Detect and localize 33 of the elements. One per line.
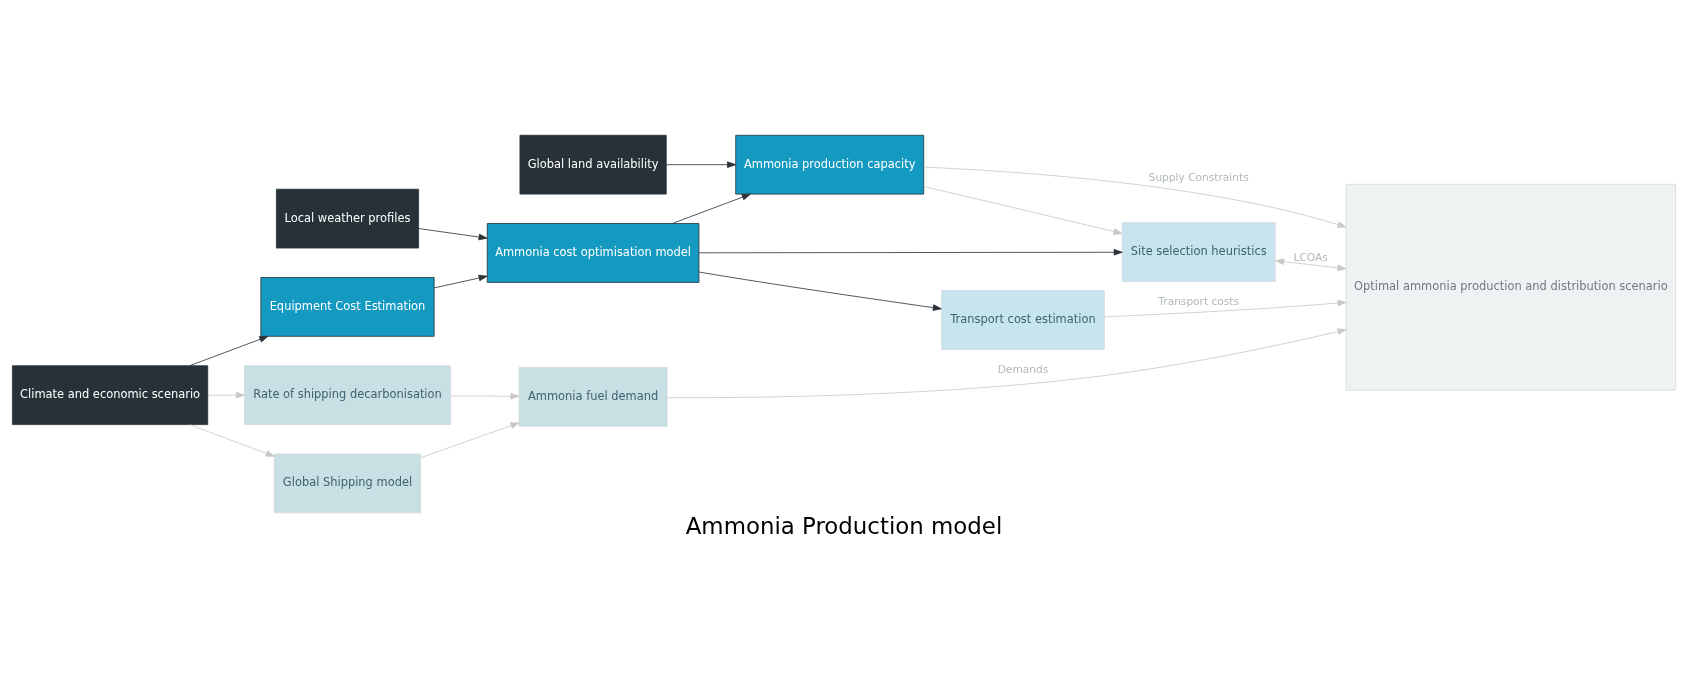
node-box: Equipment Cost Estimation xyxy=(260,276,435,337)
edge-label: LCOAs xyxy=(1293,250,1328,264)
arrow xyxy=(698,271,942,311)
diagram-title: Ammonia Production model xyxy=(685,512,1003,539)
arrow xyxy=(923,166,1347,228)
node-box: Global Shipping model xyxy=(273,453,422,513)
node-box: Global land availability xyxy=(519,134,667,194)
node-box: Transport cost estimation xyxy=(941,289,1105,350)
node-box: Rate of shipping decarbonisation xyxy=(244,364,451,425)
arrow xyxy=(923,185,1123,235)
node-box: Site selection heuristics xyxy=(1121,221,1276,282)
edge-label: Demands xyxy=(997,362,1049,376)
node-box: Ammonia production capacity xyxy=(735,134,925,194)
node-box: Ammonia fuel demand xyxy=(518,366,668,427)
edge-label: Transport costs xyxy=(1158,294,1240,308)
arrow xyxy=(433,274,488,288)
arrow xyxy=(1104,299,1347,317)
arrow xyxy=(420,421,520,458)
node-box: Climate and economic scenario xyxy=(12,364,209,425)
node-box: Local weather profiles xyxy=(275,188,419,248)
arrow xyxy=(207,391,245,398)
arrow xyxy=(666,327,1347,398)
arrow xyxy=(418,227,488,240)
edge-label: Supply Constraints xyxy=(1148,170,1249,184)
arrow xyxy=(698,248,1123,256)
arrow xyxy=(665,160,737,168)
arrow xyxy=(450,392,520,400)
node-box: Optimal ammonia production and distribution scenario xyxy=(1345,183,1676,391)
arrow xyxy=(189,335,269,366)
arrow xyxy=(672,193,751,224)
node-box: Ammonia cost optimisation model xyxy=(486,222,700,283)
arrow xyxy=(1275,257,1347,271)
arrow xyxy=(189,423,275,457)
